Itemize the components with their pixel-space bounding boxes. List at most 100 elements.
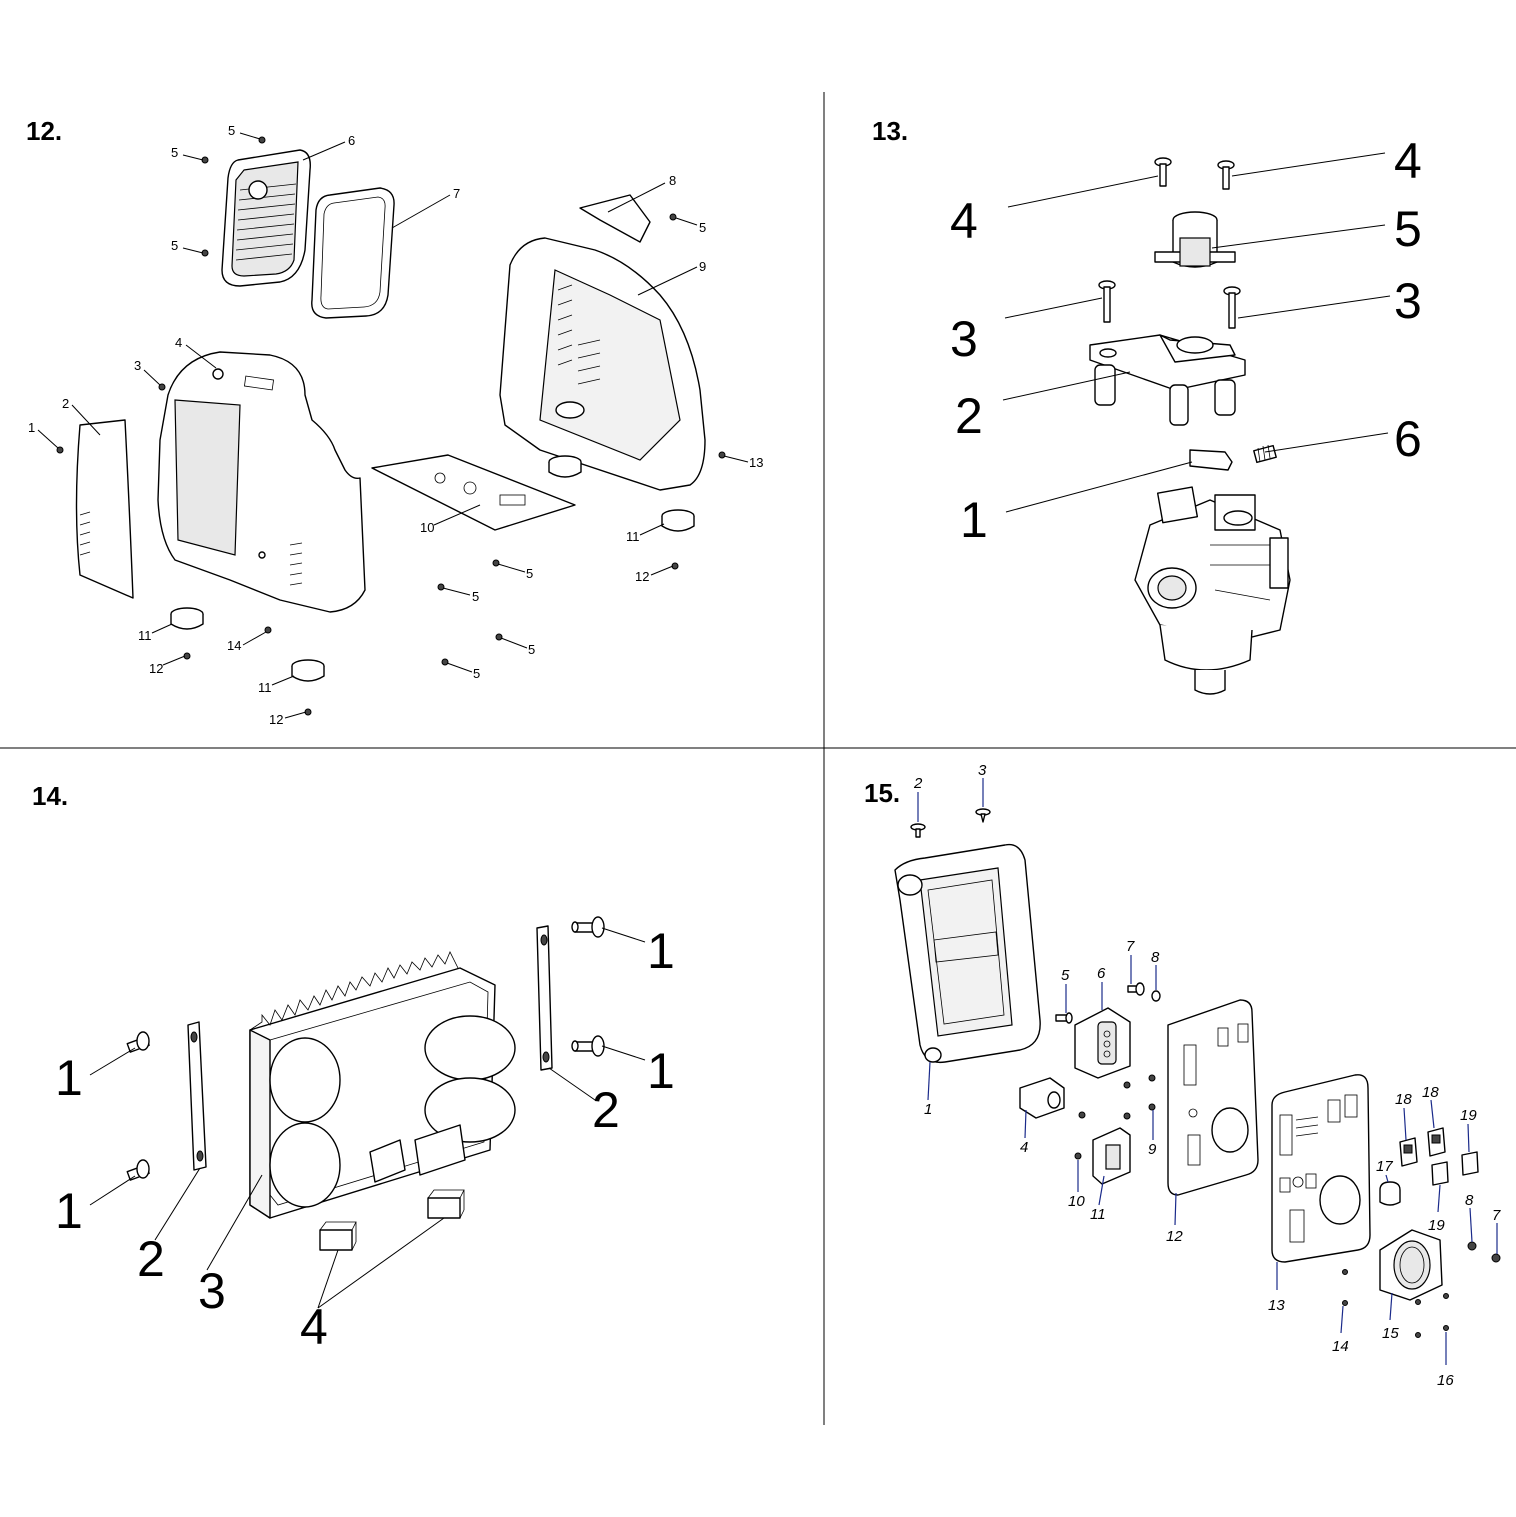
svg-text:1: 1 [55, 1050, 83, 1106]
svg-text:2: 2 [62, 396, 69, 411]
svg-text:2: 2 [955, 388, 983, 444]
part-screw-5 [1055, 1012, 1073, 1024]
svg-text:7: 7 [1492, 1207, 1501, 1224]
part-gasket [311, 187, 395, 319]
part-grille-cover [221, 149, 311, 287]
svg-text:6: 6 [1394, 411, 1422, 467]
part-outlet-cover [1074, 1007, 1131, 1079]
part-foot-4 [291, 659, 325, 682]
svg-text:4: 4 [1394, 133, 1422, 189]
svg-text:6: 6 [1097, 965, 1106, 982]
svg-text:9: 9 [699, 259, 706, 274]
svg-text:12: 12 [149, 661, 163, 676]
panel-13: 13. [872, 116, 1422, 695]
part-front-housing [157, 351, 366, 613]
svg-text:5: 5 [526, 566, 533, 581]
svg-text:19: 19 [1460, 1107, 1477, 1124]
svg-text:5: 5 [1061, 967, 1070, 984]
svg-text:7: 7 [1126, 938, 1135, 955]
svg-text:16: 16 [1437, 1372, 1454, 1389]
svg-text:10: 10 [1068, 1193, 1085, 1210]
svg-text:5: 5 [472, 589, 479, 604]
labels-p12: 1 2 3 4 5 5 5 5 5 5 5 5 6 7 8 9 10 11 11… [28, 123, 763, 727]
svg-text:5: 5 [699, 220, 706, 235]
svg-text:1: 1 [28, 420, 35, 435]
svg-text:9: 9 [1148, 1141, 1157, 1158]
part-small-fasteners [1342, 1241, 1501, 1338]
leaders-p15 [917, 778, 1498, 1365]
labels-p14: 1 1 1 1 2 2 3 4 [55, 923, 675, 1355]
svg-text:2: 2 [913, 775, 923, 792]
part-indicator-lights [1431, 1151, 1479, 1186]
part-base-plate [371, 454, 576, 531]
part-inverter-module [249, 951, 516, 1219]
part-top-screws [910, 808, 991, 838]
svg-text:11: 11 [258, 680, 272, 695]
svg-text:14: 14 [1332, 1338, 1349, 1355]
svg-text:8: 8 [1465, 1192, 1474, 1209]
svg-text:6: 6 [348, 133, 355, 148]
svg-text:4: 4 [950, 193, 978, 249]
svg-text:13: 13 [749, 455, 763, 470]
part-bolts [126, 916, 605, 1181]
part-nuts [1074, 1074, 1156, 1160]
svg-text:1: 1 [960, 492, 988, 548]
svg-text:1: 1 [924, 1101, 932, 1118]
part-rear-housing [499, 237, 706, 491]
part-foot-1 [548, 455, 582, 478]
svg-text:7: 7 [453, 186, 460, 201]
part-foot-3 [170, 607, 204, 630]
svg-text:4: 4 [175, 335, 182, 350]
leaders-p12 [37, 132, 749, 719]
part-screws-4 [1154, 157, 1235, 190]
svg-text:14: 14 [227, 638, 241, 653]
leaders-p13 [1002, 152, 1391, 513]
part-foot-2 [661, 509, 695, 532]
part-rocker-switches [1399, 1127, 1446, 1167]
panel-14: 14. [32, 781, 675, 1355]
svg-text:12: 12 [1166, 1228, 1183, 1245]
part-side-cover [75, 419, 134, 599]
panel-13-title: 13. [872, 116, 908, 146]
svg-text:3: 3 [978, 762, 987, 779]
labels-p15: 2 3 1 4 5 6 7 8 9 10 11 12 13 14 15 16 1… [913, 762, 1501, 1389]
part-washer-8 [1151, 990, 1161, 1002]
svg-text:1: 1 [647, 1043, 675, 1099]
panel-12: 12. [26, 116, 763, 727]
part-inner-panel [1167, 999, 1259, 1196]
part-screw-7 [1127, 982, 1145, 996]
svg-text:18: 18 [1422, 1084, 1439, 1101]
svg-text:5: 5 [473, 666, 480, 681]
svg-text:4: 4 [300, 1299, 328, 1355]
svg-text:3: 3 [134, 358, 141, 373]
svg-text:8: 8 [1151, 949, 1160, 966]
svg-text:1: 1 [647, 923, 675, 979]
part-knob [1379, 1181, 1401, 1206]
svg-text:12: 12 [635, 569, 649, 584]
svg-text:11: 11 [138, 628, 152, 643]
svg-text:2: 2 [137, 1231, 165, 1287]
part-carburetor [1134, 486, 1291, 695]
part-front-panel [1271, 1074, 1371, 1263]
svg-text:2: 2 [592, 1082, 620, 1138]
screws-p12 [56, 136, 726, 716]
part-front-frame [894, 843, 1041, 1064]
labels-p13: 4 4 5 3 3 2 6 1 [950, 133, 1422, 548]
svg-text:18: 18 [1395, 1091, 1412, 1108]
part-adjust-screw [1253, 444, 1277, 464]
part-screws-3 [1098, 280, 1241, 329]
svg-text:11: 11 [1090, 1206, 1106, 1223]
svg-text:5: 5 [528, 642, 535, 657]
part-brackets [187, 925, 553, 1171]
svg-text:11: 11 [626, 529, 640, 544]
panel-14-title: 14. [32, 781, 68, 811]
panel-15: 15. [864, 762, 1501, 1389]
part-circuit-breaker [1019, 1077, 1065, 1119]
part-clip [1189, 449, 1233, 471]
part-top-cover [579, 194, 651, 243]
svg-text:3: 3 [1394, 273, 1422, 329]
svg-text:15: 15 [1382, 1325, 1399, 1342]
part-spacer-block [1089, 334, 1246, 426]
svg-text:4: 4 [1020, 1139, 1028, 1156]
